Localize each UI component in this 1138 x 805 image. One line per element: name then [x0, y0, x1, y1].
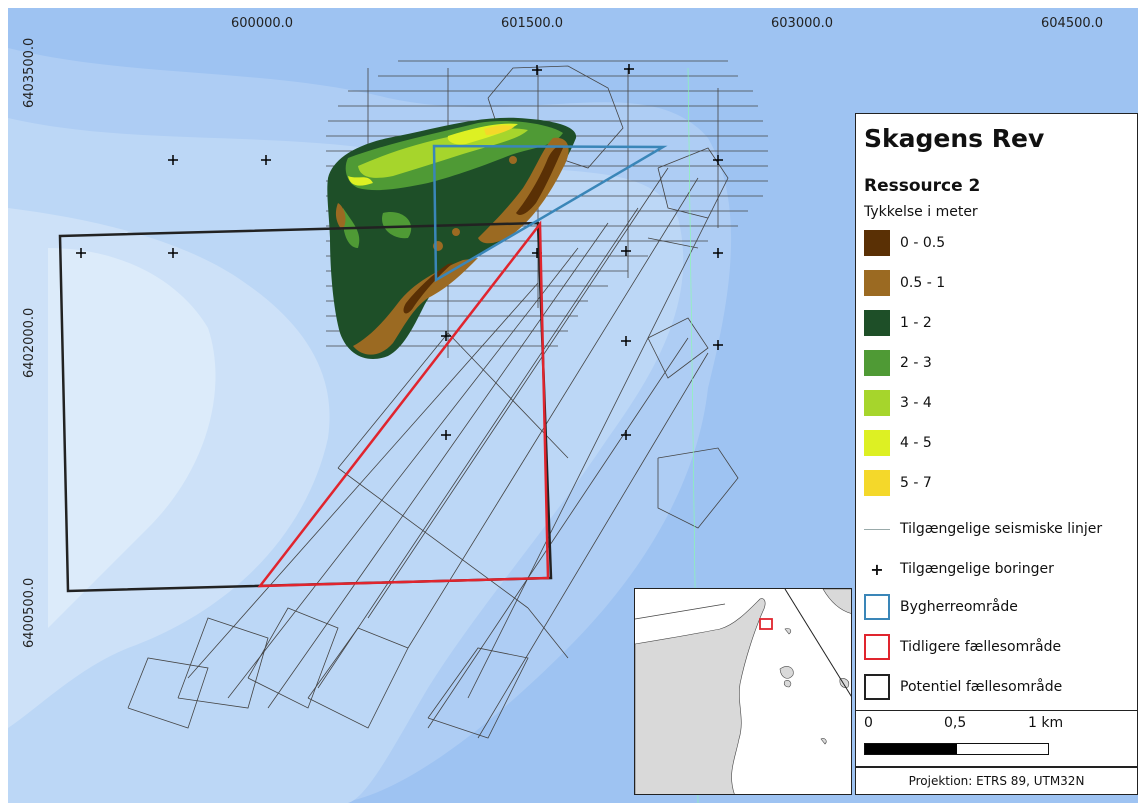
projection-label: Projektion: ETRS 89, UTM32N — [855, 767, 1138, 795]
legend-class-label: 0.5 - 1 — [900, 275, 946, 291]
boring-cross — [621, 430, 631, 440]
thickness-raster — [327, 117, 577, 360]
tidligere-faellesomraade-polygon — [257, 220, 550, 588]
legend-class-label: 5 - 7 — [900, 475, 932, 491]
boring-cross — [624, 64, 634, 74]
legend-class-label: 4 - 5 — [900, 435, 932, 451]
potentiel-faellesomraade-polygon — [58, 221, 553, 593]
overview-inset-map[interactable] — [634, 588, 852, 795]
map-legend: Skagens Rev Ressource 2 Tykkelse i meter… — [855, 113, 1138, 711]
legend-subtitle: Ressource 2 — [864, 176, 981, 196]
inset-land — [635, 598, 766, 794]
boring-cross — [168, 248, 178, 258]
sea-shoal-core — [48, 248, 216, 628]
boring-cross — [532, 65, 542, 75]
boring-cross — [76, 248, 86, 258]
legend-class-row: 2 - 3 — [864, 348, 932, 378]
legend-class-label: 1 - 2 — [900, 315, 932, 331]
coord-left-3: 6400500.0 — [22, 577, 37, 648]
coord-top-4: 604500.0 — [1041, 16, 1104, 31]
boring-cross — [168, 155, 178, 165]
boring-cross — [261, 155, 271, 165]
thickness-0-0.5-zone — [516, 146, 563, 215]
scale-label-mid: 0,5 — [944, 715, 967, 731]
coord-top-1: 600000.0 — [231, 16, 294, 31]
legend-borings-row: + Tilgængelige boringer — [864, 554, 1054, 584]
boring-cross — [621, 246, 631, 256]
legend-class-row: 4 - 5 — [864, 428, 932, 458]
legend-bygherre-label: Bygherreområde — [900, 599, 1018, 615]
legend-class-label: 2 - 3 — [900, 355, 932, 371]
legend-tidligere-label: Tidligere fællesområde — [900, 639, 1062, 655]
boring-cross — [713, 155, 723, 165]
legend-potentiel-label: Potentiel fællesområde — [900, 679, 1063, 695]
legend-class-label: 0 - 0.5 — [900, 235, 946, 251]
thickness-2-3-zone — [382, 212, 412, 239]
thickness-0-0.5-zone — [403, 263, 453, 314]
thickness-0.5-1-zone — [353, 258, 478, 355]
legend-potentiel-row: Potentiel fællesområde — [864, 672, 1062, 702]
inset-location-marker — [759, 618, 773, 630]
legend-tidligere-row: Tidligere fællesområde — [864, 632, 1061, 662]
legend-seismic-row: Tilgængelige seismiske linjer — [864, 514, 1102, 544]
legend-swatch — [864, 674, 890, 700]
scale-bar: 0 0,5 1 km — [855, 711, 1138, 767]
bygherreomraade-polygon — [432, 144, 668, 283]
legend-class-row: 1 - 2 — [864, 308, 932, 338]
legend-borings-label: Tilgængelige boringer — [900, 561, 1054, 577]
boring-cross — [713, 248, 723, 258]
scale-label-start: 0 — [864, 715, 873, 731]
legend-swatch — [864, 430, 890, 456]
scale-label-end: 1 km — [1028, 715, 1064, 731]
boring-cross-icon: + — [870, 559, 884, 579]
legend-swatch — [864, 270, 890, 296]
inset-canvas — [635, 589, 851, 794]
boring-cross — [713, 340, 723, 350]
thickness-0.5-1-zone — [335, 203, 346, 230]
coord-left-2: 6402000.0 — [22, 307, 37, 378]
legend-class-row: 3 - 4 — [864, 388, 932, 418]
thickness-5-7-zone — [484, 125, 514, 135]
legend-seismic-label: Tilgængelige seismiske linjer — [900, 521, 1103, 537]
legend-swatch — [864, 634, 890, 660]
legend-layer-title: Tykkelse i meter — [864, 204, 978, 220]
boring-cross — [441, 331, 451, 341]
seismic-line-symbol — [864, 528, 890, 530]
scale-bar-filled-segment — [865, 744, 957, 754]
legend-swatch — [864, 594, 890, 620]
coord-top-3: 603000.0 — [771, 16, 834, 31]
legend-swatch — [864, 390, 890, 416]
thickness-4-5-zone — [348, 176, 373, 186]
legend-class-row: 0 - 0.5 — [864, 228, 945, 258]
legend-title: Skagens Rev — [864, 124, 1045, 153]
legend-bygherre-row: Bygherreområde — [864, 592, 1018, 622]
legend-swatch — [864, 230, 890, 256]
legend-class-label: 3 - 4 — [900, 395, 932, 411]
boring-cross — [441, 430, 451, 440]
legend-swatch — [864, 470, 890, 496]
coord-top-2: 601500.0 — [501, 16, 564, 31]
legend-class-row: 0.5 - 1 — [864, 268, 945, 298]
thickness-3-4-zone — [358, 128, 528, 178]
legend-swatch — [864, 310, 890, 336]
scale-bar-graphic — [864, 743, 1049, 755]
boring-cross — [621, 336, 631, 346]
coord-left-1: 6403500.0 — [22, 37, 37, 108]
legend-swatch — [864, 350, 890, 376]
legend-class-row: 5 - 7 — [864, 468, 932, 498]
